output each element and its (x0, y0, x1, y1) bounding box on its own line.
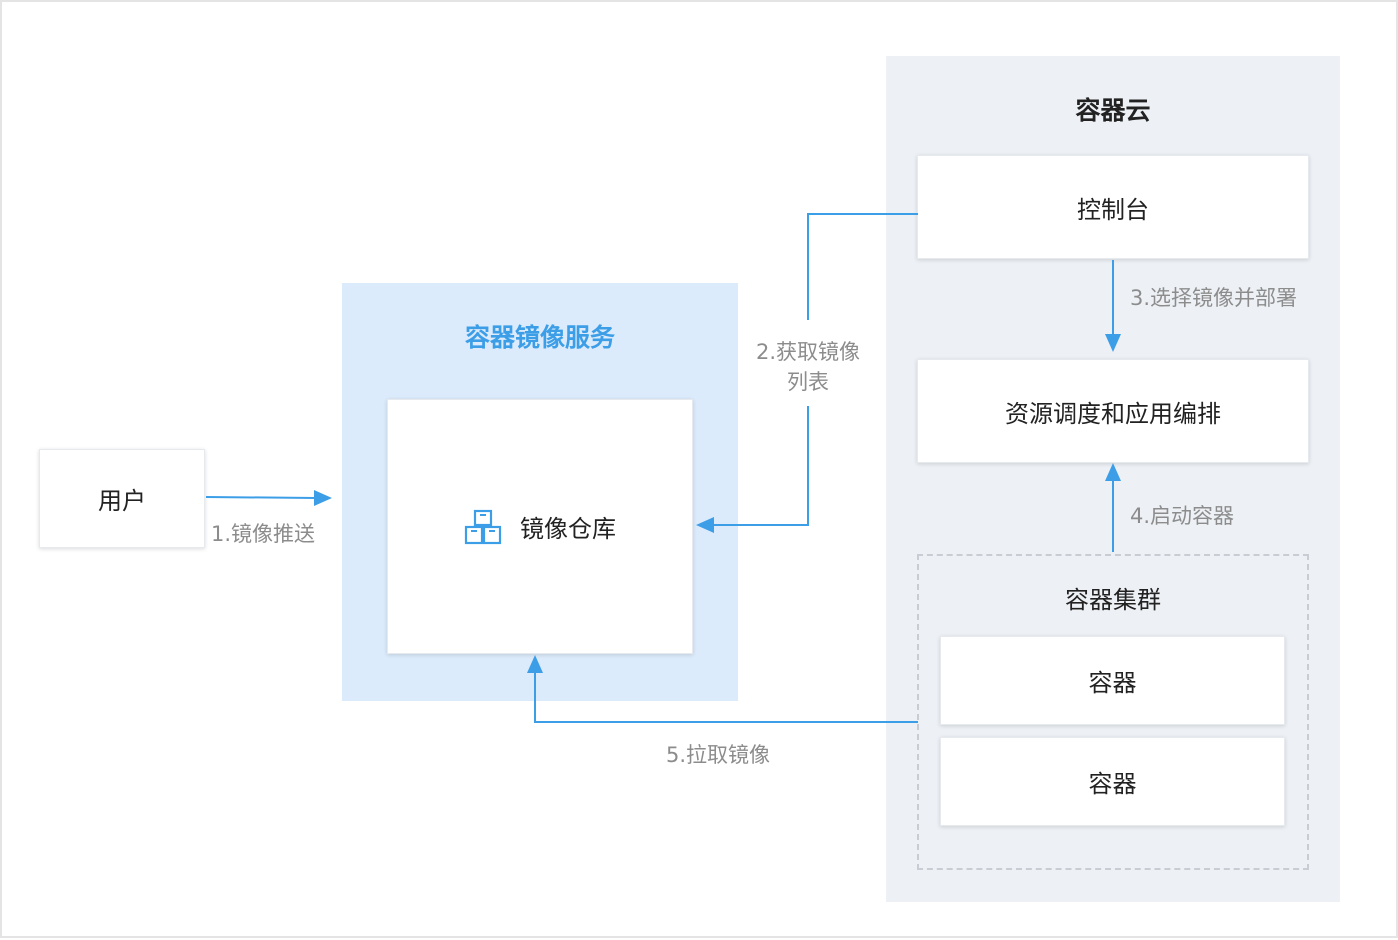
console-box: 控制台 (917, 155, 1309, 259)
step-start-caption: 4.启动容器 (1130, 504, 1235, 528)
step-list-caption-line1: 2.获取镜像 (755, 340, 861, 364)
image-repository-label: 镜像仓库 (520, 515, 616, 543)
step-push-caption: 1.镜像推送 (211, 522, 316, 546)
arrowhead-push (314, 490, 332, 506)
boxes-icon (464, 509, 502, 544)
step-deploy-caption: 3.选择镜像并部署 (1130, 286, 1298, 310)
scheduler-label: 资源调度和应用编排 (1005, 399, 1221, 428)
container-cluster-title: 容器集群 (1065, 586, 1161, 614)
arrow-push (205, 496, 317, 499)
step-pull-caption: 5.拉取镜像 (666, 743, 771, 767)
container-cloud-title: 容器云 (1075, 96, 1151, 125)
container-cluster-frame (917, 554, 1309, 870)
user-label: 用户 (98, 487, 146, 515)
step-list-caption-line2: 列表 (787, 370, 829, 394)
console-label: 控制台 (1077, 195, 1149, 224)
registry-service-title: 容器镜像服务 (464, 323, 615, 352)
scheduler-box: 资源调度和应用编排 (917, 359, 1309, 463)
container-box-2: 容器 (940, 737, 1285, 826)
image-repository-box: 镜像仓库 (387, 399, 693, 654)
container-box-1: 容器 (940, 636, 1285, 725)
user-box: 用户 (39, 449, 205, 548)
container-label-1: 容器 (1088, 669, 1137, 697)
container-label-2: 容器 (1088, 770, 1137, 798)
